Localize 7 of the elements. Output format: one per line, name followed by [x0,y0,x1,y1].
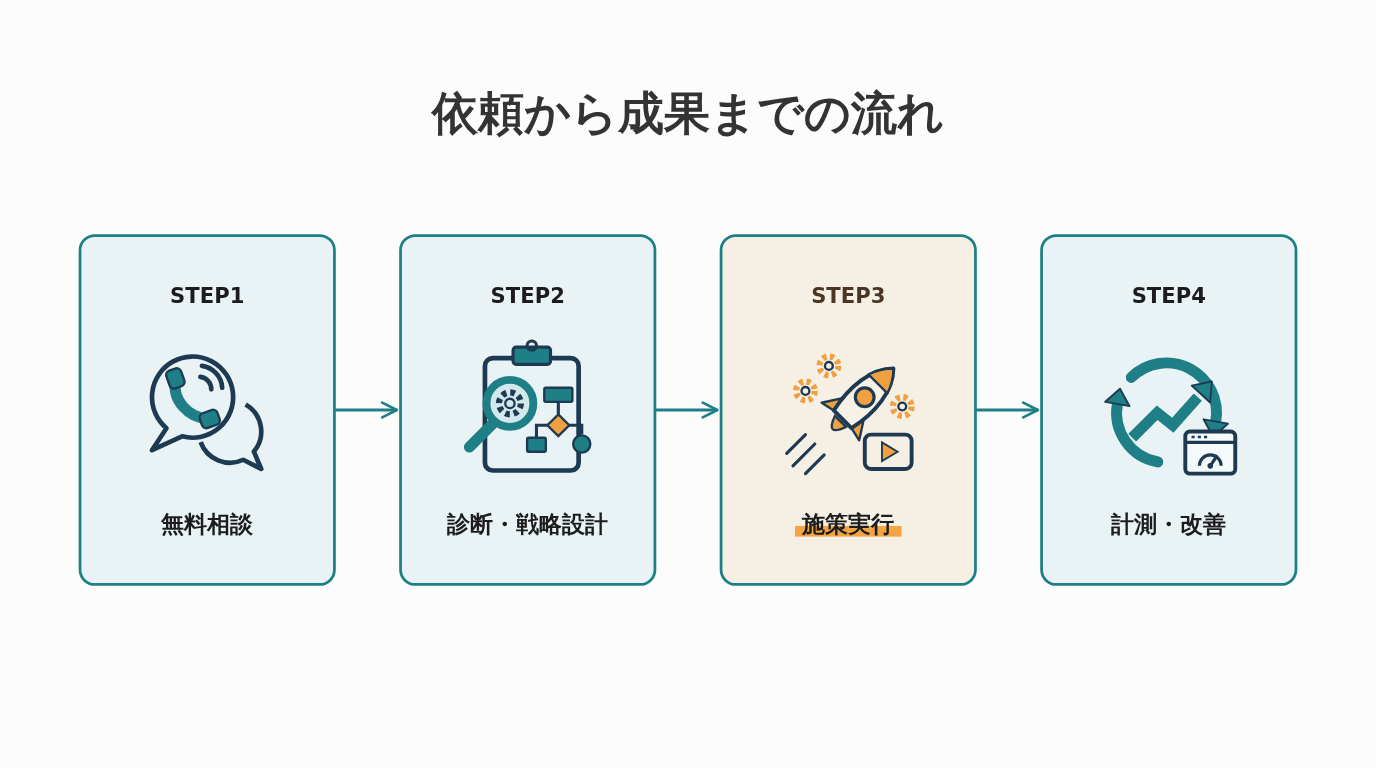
node-box: STEP4 計測・改善 [1040,234,1298,586]
arrow [334,401,399,419]
node-box: STEP2 診断・戦略設計 [399,234,657,586]
arrow [975,401,1040,419]
node-box: STEP1 無料相談 [78,234,336,586]
diagram-title: 依頼から成果までの流れ [432,86,944,142]
arrow [654,401,719,419]
